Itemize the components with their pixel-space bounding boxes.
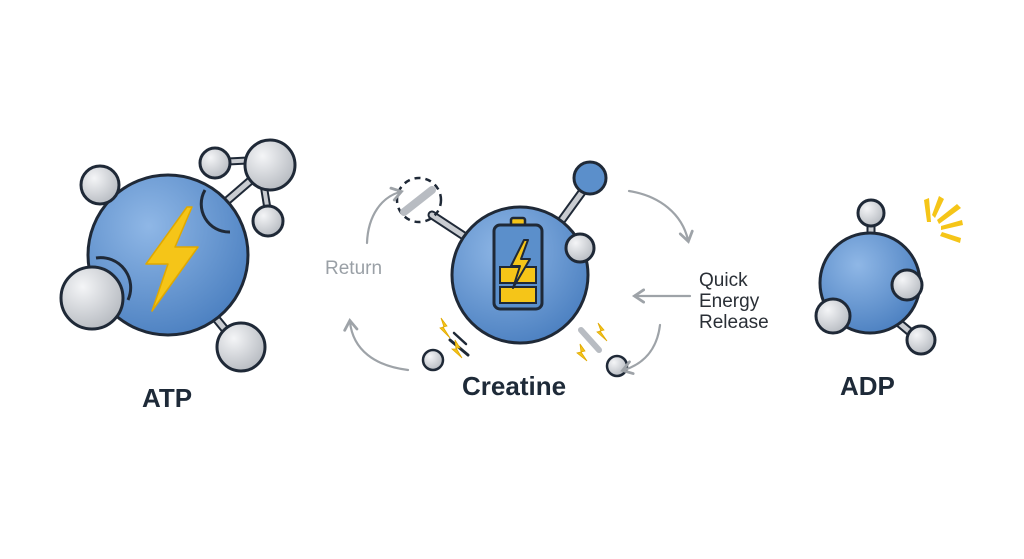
release-label-line-2: Energy xyxy=(699,291,760,312)
battery-icon xyxy=(492,216,544,311)
return-arrow xyxy=(365,186,404,245)
adp-label: ADP xyxy=(840,371,895,401)
lower-left-arrow xyxy=(343,317,410,372)
lightning-bolt-icon xyxy=(145,206,199,312)
creatine-molecule xyxy=(395,160,629,378)
atp-molecule xyxy=(59,138,297,373)
sparkle-icon xyxy=(439,317,608,362)
atp-label: ATP xyxy=(142,383,193,413)
adp-molecule xyxy=(814,196,963,356)
creatine-label: Creatine xyxy=(462,371,567,401)
release-label-line-3: Release xyxy=(699,312,769,333)
sparkle-icon xyxy=(924,196,963,243)
upper-right-arrow xyxy=(627,189,694,244)
quick-energy-release-label: Quick Energy Release xyxy=(699,270,769,333)
return-label: Return xyxy=(325,258,383,279)
lower-right-arrow xyxy=(620,323,662,375)
release-label-line-1: Quick xyxy=(699,270,748,291)
curved-arrow-icon xyxy=(343,186,694,375)
